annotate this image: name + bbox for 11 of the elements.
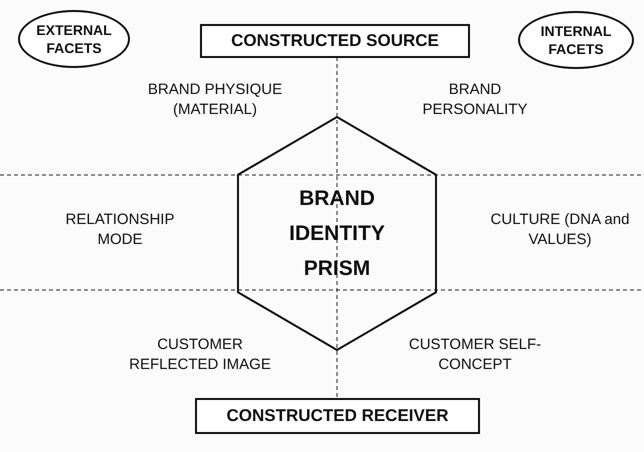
heading-box: CONSTRUCTED RECEIVER [195, 398, 480, 434]
facet-label: RELATIONSHIP MODE [64, 210, 176, 250]
facet-label: BRAND PERSONALITY [421, 80, 529, 120]
facet-label: CUSTOMER REFLECTED IMAGE [128, 335, 272, 375]
facet-ellipse: INTERNAL FACETS [518, 11, 634, 69]
facet-ellipse: EXTERNAL FACETS [18, 10, 130, 68]
facet-label: CULTURE (DNA and VALUES) [490, 210, 630, 250]
heading-box: CONSTRUCTED SOURCE [200, 24, 470, 58]
prism-title: BRAND IDENTITY PRISM [288, 186, 386, 282]
facet-label: BRAND PHYSIQUE (MATERIAL) [146, 80, 284, 120]
facet-label: CUSTOMER SELF-CONCEPT [408, 335, 542, 375]
